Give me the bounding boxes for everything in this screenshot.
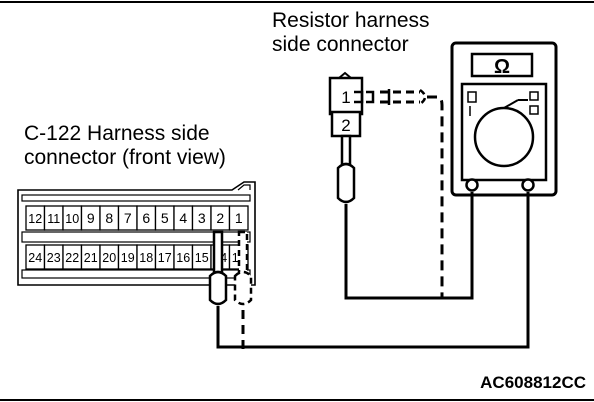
dashed-probe-pin1 — [366, 88, 444, 298]
c122-pin-label: 21 — [84, 251, 98, 265]
c122-probe-solid — [208, 230, 228, 306]
resistor-connector: 1 2 — [328, 71, 364, 138]
mode-mark-1 — [467, 91, 477, 103]
c122-pin-label: 2 — [216, 210, 224, 226]
probe-pin-2-handle — [336, 162, 356, 204]
c122-pin-label: 16 — [176, 251, 190, 265]
frame-bottom-rule — [0, 399, 594, 401]
dashed-probe-tip — [419, 88, 427, 106]
c122-label-line-2: connector (front view) — [24, 146, 226, 170]
c122-pin-label: 9 — [87, 210, 95, 226]
probe-jack-right — [521, 178, 535, 192]
figure-code: AC608812CC — [480, 373, 586, 392]
c122-pin-label: 18 — [139, 251, 153, 265]
frame-top-rule — [0, 1, 594, 3]
mode-mark-3 — [529, 91, 539, 101]
c122-top-row-cell — [228, 205, 249, 231]
c122-pin-label: 24 — [28, 251, 42, 265]
ohm-symbol: Ω — [494, 56, 510, 78]
c122-pin-label: 22 — [65, 251, 79, 265]
c122-pin-label: 5 — [161, 210, 169, 226]
c122-rail-top — [21, 194, 251, 202]
c122-pin-label: 6 — [142, 210, 150, 226]
c122-pin-label: 7 — [124, 210, 132, 226]
c122-label-line-1: C-122 Harness side — [24, 122, 210, 145]
dial-pointer — [503, 99, 519, 109]
c122-pin-label: 15 — [195, 251, 209, 265]
c122-latch — [237, 184, 251, 191]
c122-connector-label: C-122 Harness side connector (front view… — [24, 122, 226, 170]
resistor-pin-1: 1 — [341, 88, 350, 107]
dashed-lead-to-meter — [427, 95, 444, 298]
selector-dial — [473, 106, 535, 168]
resistor-pin-2: 2 — [341, 116, 350, 135]
resistor-connector-label: Resistor harness side connector — [272, 9, 430, 57]
resistor-label-line-2: side connector — [272, 33, 409, 57]
c122-probe-solid-handle — [208, 270, 228, 306]
c122-probe-solid-shaft — [212, 230, 224, 278]
c122-pin-label: 11 — [47, 212, 60, 226]
c122-pin-label: 3 — [198, 210, 206, 226]
ohmmeter-display — [470, 52, 534, 78]
c122-pin-label: 17 — [158, 251, 172, 265]
mode-mark-4 — [529, 105, 539, 115]
c122-pin-label: 23 — [47, 251, 61, 265]
c122-probe-dashed-shaft — [237, 230, 249, 278]
probe-pin-2-shaft — [340, 134, 352, 168]
solid-probe-pin2 — [336, 134, 474, 300]
c122-probe-dashed-handle — [233, 270, 253, 306]
c122-rail-bottom — [21, 269, 251, 279]
c122-pin-label: 8 — [105, 210, 113, 226]
probe-jack-left — [465, 178, 479, 192]
c122-pin-label: 10 — [65, 212, 79, 226]
c122-pin-label: 19 — [121, 251, 135, 265]
c122-rail-middle — [21, 231, 251, 243]
c122-pin-label: 20 — [102, 251, 116, 265]
meter-right-lead — [243, 192, 530, 349]
ohmmeter: Ω — [450, 41, 558, 197]
c122-pin-label: 1 — [235, 210, 243, 226]
c122-pin-label: 12 — [28, 212, 42, 226]
c122-probe-dashed — [233, 230, 253, 306]
solid-lead-to-c122 — [216, 306, 243, 349]
dashed-probe-clip — [366, 90, 375, 104]
c122-pin-label: 4 — [179, 210, 187, 226]
solid-lead-pin2-to-meter — [344, 192, 474, 300]
resistor-label-line-1: Resistor harness — [272, 9, 430, 32]
pin-1-terminal — [354, 90, 364, 104]
